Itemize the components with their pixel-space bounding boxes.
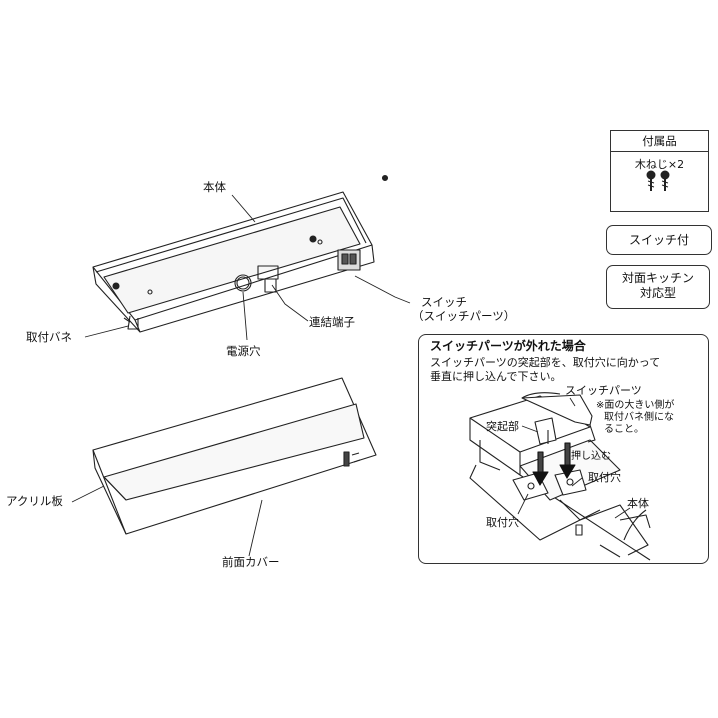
inset-note-line3: ること。 (604, 424, 644, 435)
inset-label-mount-hole-left: 取付穴 (486, 516, 519, 529)
fixture-body-drawing (92, 174, 389, 333)
front-cover-drawing (92, 377, 377, 535)
inset-instruction-line1: スイッチパーツの突起部を、取付穴に向かって (430, 356, 661, 369)
label-connector-terminal: 連結端子 (309, 315, 355, 329)
accessories-title: 付属品 (611, 131, 708, 152)
inset-title: スイッチパーツが外れた場合 (430, 339, 586, 353)
press-arrows (532, 442, 576, 486)
badge-kitchen-line1: 対面キッチン (621, 271, 694, 285)
label-switch: スイッチ (421, 295, 467, 309)
badge-switch-included: スイッチ付 (606, 225, 712, 255)
inset-label-mount-hole-right: 取付穴 (588, 471, 621, 484)
inset-label-body: 本体 (627, 497, 649, 510)
inset-label-switch-parts: スイッチパーツ (565, 384, 642, 397)
label-power-hole: 電源穴 (226, 344, 261, 358)
label-front-cover: 前面カバー (222, 555, 280, 569)
label-body: 本体 (203, 180, 226, 194)
inset-leader-lines (517, 397, 631, 519)
inset-label-push-in: 押し込む (571, 451, 611, 462)
inset-instruction-line2: 垂直に押し込んで下さい。 (430, 370, 562, 383)
label-acrylic-plate: アクリル板 (6, 494, 63, 508)
badge-kitchen-line2: 対応型 (639, 286, 676, 300)
label-mount-spring: 取付バネ (26, 330, 72, 344)
accessories-item: 木ねじ×2 (634, 158, 685, 171)
badge-kitchen: 対面キッチン 対応型 (606, 265, 710, 309)
wood-screw-icon (646, 170, 670, 191)
badge-switch-included-text: スイッチ付 (628, 233, 689, 247)
inset-note-line2: 取付バネ側にな (604, 412, 674, 423)
leader-lines (71, 194, 411, 557)
inset-note-line1: ※面の大きい側が (596, 400, 675, 411)
label-switch-parts: （スイッチパーツ） (412, 309, 516, 323)
inset-box (418, 334, 709, 564)
inset-label-protrusion: 突起部 (486, 420, 519, 433)
accessories-box: 付属品 木ねじ×2 (610, 130, 709, 212)
